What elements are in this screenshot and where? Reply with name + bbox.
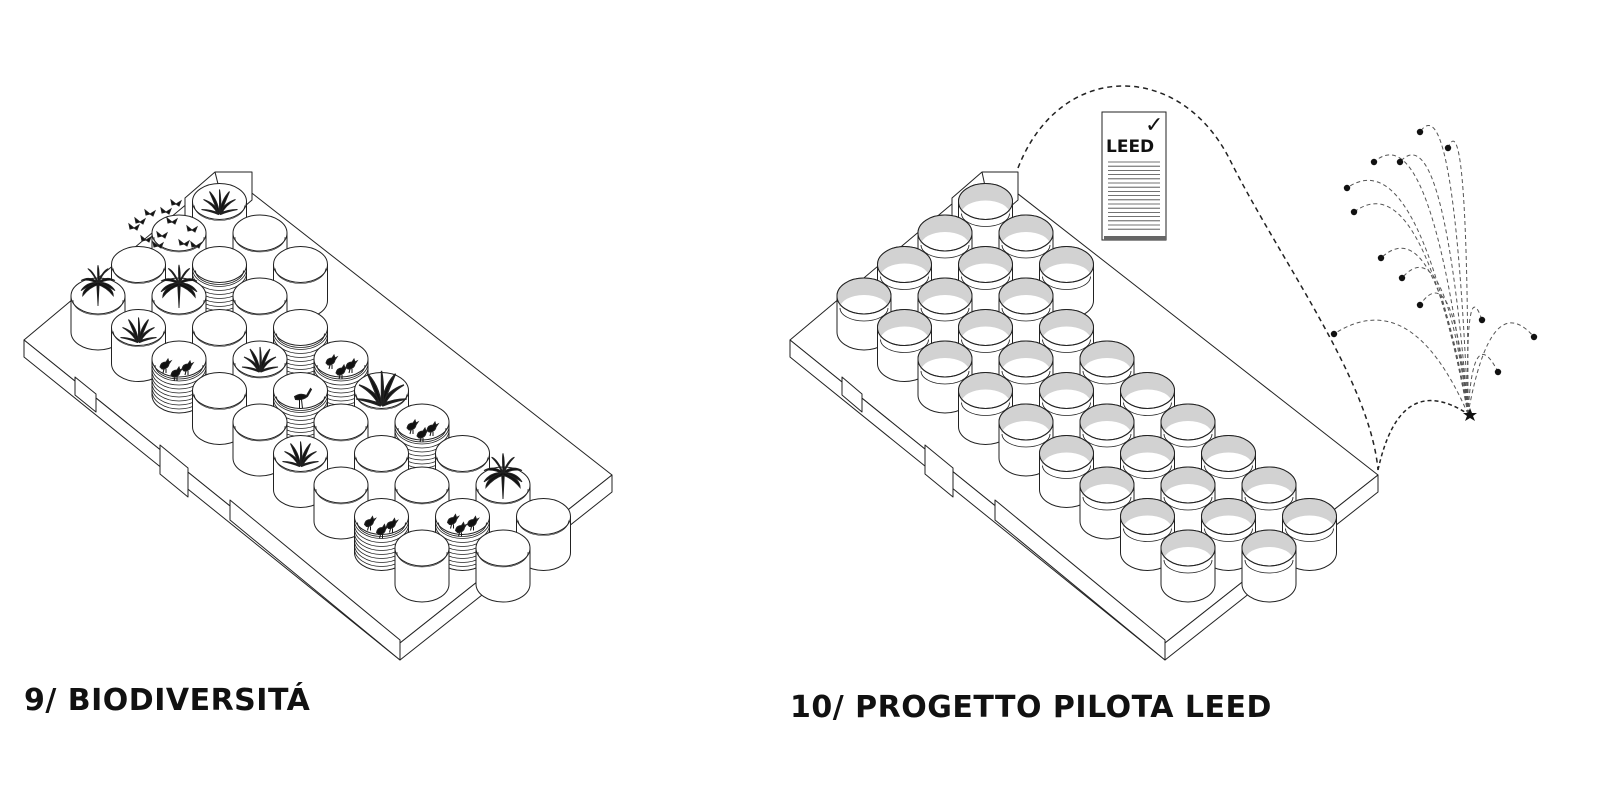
spray-droplet [1398, 274, 1406, 282]
spray-droplet [1530, 333, 1538, 341]
butterfly-icon [134, 217, 146, 225]
support [159, 444, 189, 498]
support [841, 376, 863, 413]
spray-droplet [1370, 158, 1378, 166]
support [924, 444, 954, 498]
support [994, 499, 1166, 661]
planter-cylinder [394, 529, 450, 603]
leed-label: LEED [1106, 137, 1154, 157]
star-icon [1463, 408, 1477, 421]
butterfly-icon [160, 207, 172, 215]
fountain-spray [1330, 125, 1538, 471]
spray-droplet [1343, 184, 1351, 192]
planter-cylinder [1241, 529, 1297, 603]
spray-droplet [1416, 128, 1424, 136]
spray-droplet [1478, 316, 1486, 324]
caption-leed-pilot: 10/ PROGETTO PILOTA LEED [790, 690, 1272, 725]
planter-cylinder [475, 529, 531, 603]
leed-document-icon: LEED ✓ [1101, 111, 1167, 241]
spray-droplet [1416, 301, 1424, 309]
spray-droplet [1377, 254, 1385, 262]
caption-biodiversity: 9/ BIODIVERSITÁ [24, 683, 311, 718]
spray-droplet [1330, 330, 1338, 338]
planter-cylinder [354, 435, 409, 508]
planters-grid [70, 183, 571, 603]
butterfly-icon [144, 209, 156, 217]
planter-cylinder [1160, 529, 1216, 603]
planter-cylinder [917, 340, 973, 414]
spray-droplet [1396, 158, 1404, 166]
support [74, 376, 97, 413]
butterfly-icon [170, 199, 182, 207]
spray-droplet [1494, 368, 1502, 376]
support [229, 499, 401, 661]
spray-droplet [1444, 144, 1452, 152]
connection-arc [1017, 85, 1379, 471]
planters-grid [836, 183, 1337, 603]
butterfly-icon [128, 223, 140, 231]
spray-droplet [1350, 208, 1358, 216]
checkmark-icon: ✓ [1145, 113, 1163, 138]
